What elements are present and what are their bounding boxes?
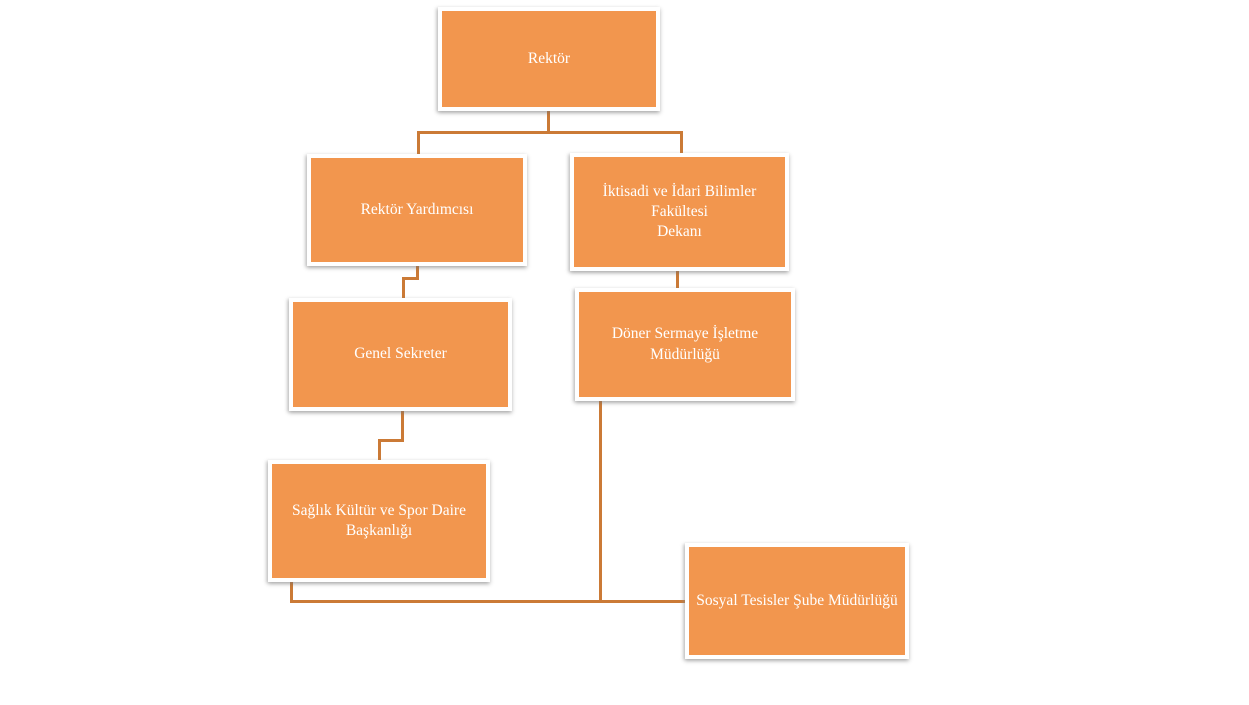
org-node-label: Sosyal Tesisler Şube Müdürlüğü bbox=[696, 591, 898, 609]
org-node-label: Rektör Yardımcısı bbox=[360, 200, 474, 218]
connector-drop-iibf-dekani bbox=[680, 131, 683, 155]
org-node-sosyal-tesisler: Sosyal Tesisler Şube Müdürlüğü bbox=[685, 543, 909, 659]
connector-top-horizontal bbox=[417, 131, 683, 134]
connector-doner-drop bbox=[599, 400, 602, 603]
connector-saglik-drop bbox=[290, 581, 293, 603]
org-node-label: Döner Sermaye İşletme Müdürlüğü bbox=[611, 325, 759, 363]
org-node-label: Rektör bbox=[527, 49, 571, 67]
connector-dekan-doner bbox=[676, 270, 679, 289]
org-node-doner-sermaye: Döner Sermaye İşletme Müdürlüğü bbox=[575, 288, 795, 401]
org-node-label: İktisadi ve İdari Bilimler Fakültesi Dek… bbox=[602, 182, 757, 241]
connector-sekreter-saglik-v1 bbox=[401, 410, 404, 442]
connector-sekreter-saglik-v2 bbox=[378, 439, 381, 462]
org-node-genel-sekreter: Genel Sekreter bbox=[289, 298, 512, 411]
org-node-saglik-kultur: Sağlık Kültür ve Spor Daire Başkanlığı bbox=[268, 460, 490, 582]
connector-yardimci-sekreter-h bbox=[402, 277, 419, 280]
org-node-rektor: Rektör bbox=[438, 7, 660, 111]
org-node-label: Genel Sekreter bbox=[354, 345, 447, 363]
org-node-rektor-yardimcisi: Rektör Yardımcısı bbox=[307, 154, 527, 266]
connector-yardimci-sekreter-v1 bbox=[416, 265, 419, 280]
org-node-label: Sağlık Kültür ve Spor Daire Başkanlığı bbox=[292, 501, 466, 539]
connector-drop-rektor-yardimcisi bbox=[417, 131, 420, 156]
connector-bottom-horizontal bbox=[290, 600, 686, 603]
connector-yardimci-sekreter-v2 bbox=[402, 277, 405, 300]
org-node-iibf-dekani: İktisadi ve İdari Bilimler Fakültesi Dek… bbox=[570, 153, 789, 271]
connector-sekreter-saglik-h bbox=[378, 439, 404, 442]
connector-rektor-stub bbox=[547, 110, 550, 133]
